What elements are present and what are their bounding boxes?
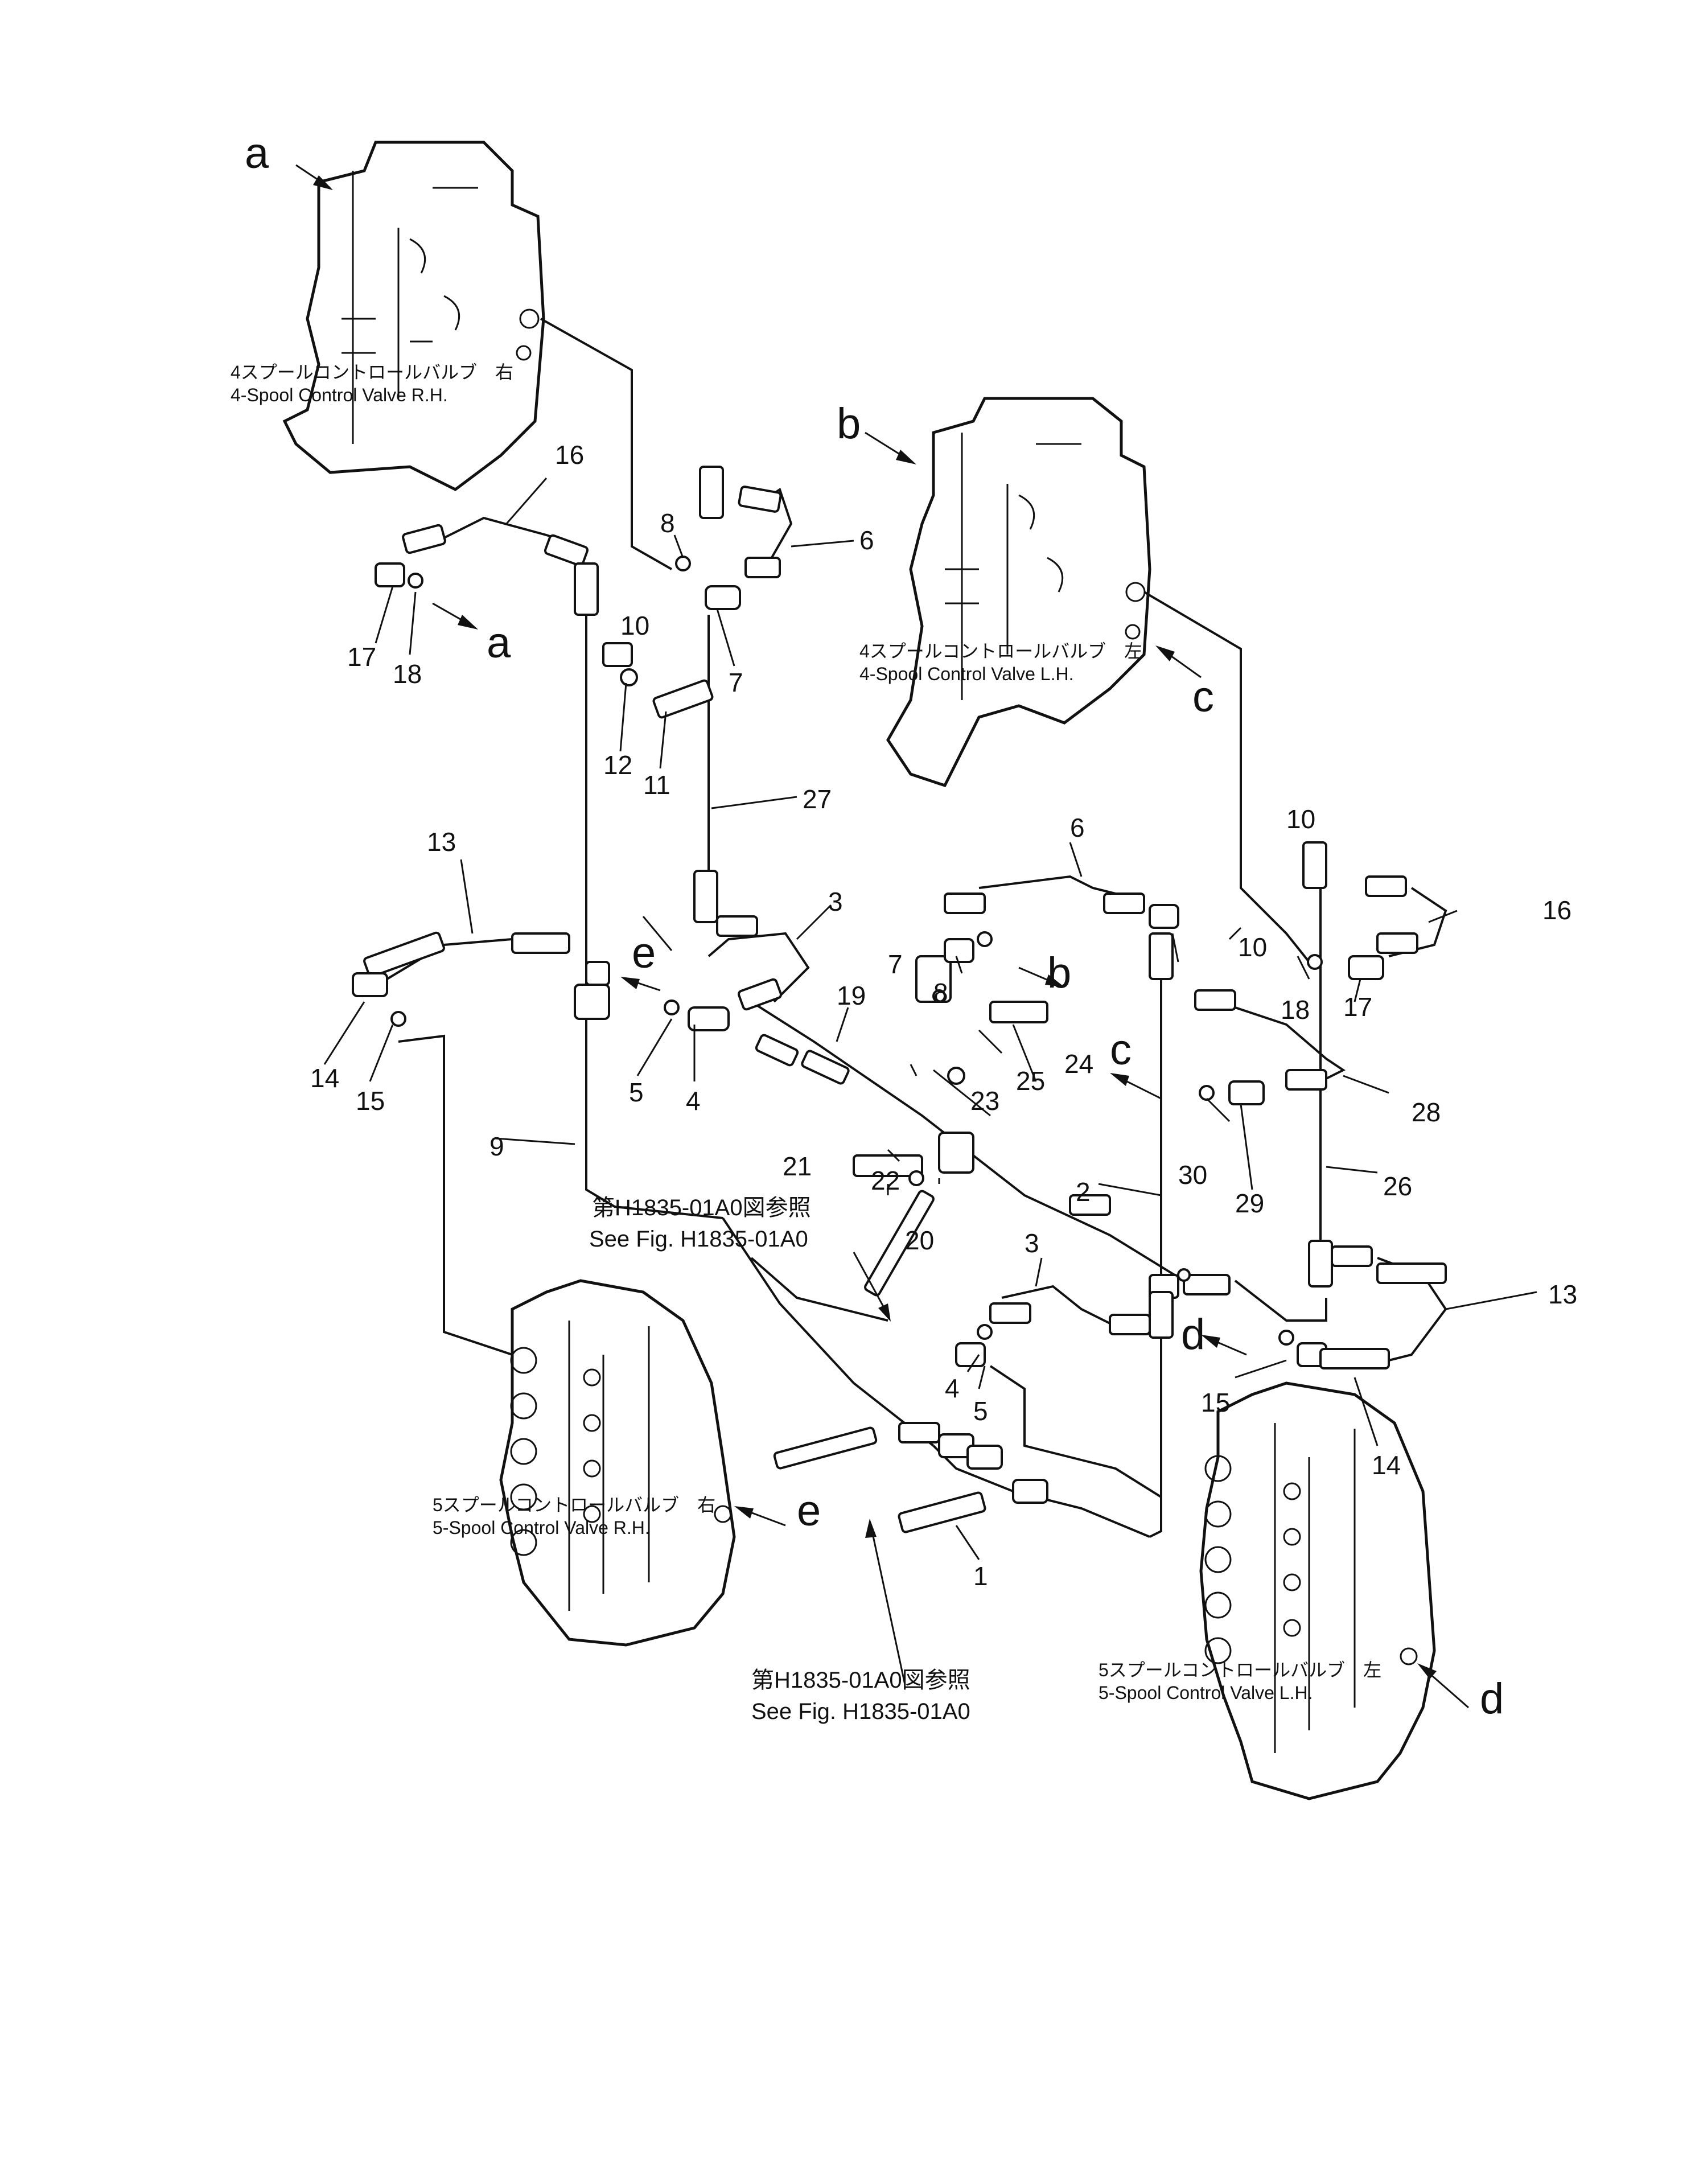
part-number-6-lower: 6 bbox=[1070, 813, 1085, 842]
connection-letter-d-upper: d bbox=[1181, 1310, 1205, 1359]
part-number-8-upper: 8 bbox=[660, 508, 675, 538]
valve-4spool-lh-en-label: 4-Spool Control Valve L.H. bbox=[859, 664, 1073, 684]
part-number-12: 12 bbox=[603, 750, 632, 780]
part-number-1: 1 bbox=[973, 1561, 988, 1591]
part-number-7-upper: 7 bbox=[729, 668, 743, 697]
leader-lines bbox=[323, 478, 1537, 1560]
part-number-4-upper: 4 bbox=[686, 1086, 701, 1116]
part-number-10-mid: 10 bbox=[1238, 932, 1267, 962]
connection-letter-a-top: a bbox=[245, 129, 269, 178]
part-number-3-lower: 3 bbox=[1025, 1228, 1039, 1258]
part-number-11: 11 bbox=[643, 770, 670, 800]
connection-letter-b-lower: b bbox=[1047, 949, 1071, 997]
hose-lines bbox=[386, 318, 1447, 1538]
part-number-17-right: 17 bbox=[1343, 992, 1372, 1022]
part-number-4-lower: 4 bbox=[945, 1373, 960, 1403]
connection-letter-c-top: c bbox=[1192, 673, 1214, 721]
part-number-10-upper: 10 bbox=[620, 611, 649, 640]
valve-4spool-lh bbox=[886, 397, 1151, 788]
connection-letter-e-upper: e bbox=[632, 929, 656, 977]
part-number-2: 2 bbox=[1076, 1177, 1091, 1207]
part-number-16-left: 16 bbox=[555, 440, 584, 470]
part-number-13-left: 13 bbox=[427, 827, 456, 857]
part-number-18-right: 18 bbox=[1281, 995, 1310, 1025]
valve-4spool-rh-en-label: 4-Spool Control Valve R.H. bbox=[231, 385, 448, 405]
part-number-26: 26 bbox=[1383, 1171, 1412, 1201]
valve-5spool-rh bbox=[499, 1279, 736, 1647]
part-number-5-upper: 5 bbox=[629, 1077, 644, 1107]
part-number-17-left: 17 bbox=[347, 642, 376, 672]
connection-letter-d-lower: d bbox=[1480, 1675, 1504, 1723]
connection-letter-e-lower: e bbox=[797, 1487, 821, 1535]
valve-5spool-rh-jp-label: 5スプールコントロールバルブ 右 bbox=[433, 1495, 715, 1515]
connection-letter-c-lower: c bbox=[1110, 1026, 1132, 1074]
part-number-23: 23 bbox=[970, 1086, 999, 1116]
part-number-6-upper: 6 bbox=[859, 525, 874, 555]
part-number-18-left: 18 bbox=[393, 659, 422, 689]
valve-5spool-lh-en-label: 5-Spool Control Valve L.H. bbox=[1099, 1683, 1313, 1703]
connection-letter-b-top: b bbox=[837, 400, 861, 448]
part-number-24: 24 bbox=[1064, 1049, 1093, 1079]
part-number-13-right: 13 bbox=[1548, 1280, 1577, 1309]
part-number-16-right: 16 bbox=[1542, 895, 1571, 925]
part-number-22: 22 bbox=[871, 1166, 900, 1195]
part-number-14-left: 14 bbox=[310, 1063, 339, 1093]
valve-5spool-lh-jp-label: 5スプールコントロールバルブ 左 bbox=[1099, 1660, 1381, 1680]
part-number-20: 20 bbox=[905, 1225, 934, 1255]
valve-5spool-lh bbox=[1199, 1381, 1436, 1800]
part-number-7-lower: 7 bbox=[888, 949, 903, 979]
reference-en-1: See Fig. H1835-01A0 bbox=[589, 1227, 808, 1252]
part-number-30: 30 bbox=[1178, 1160, 1207, 1190]
valve-4spool-lh-jp-label: 4スプールコントロールバルブ 左 bbox=[859, 641, 1142, 661]
part-number-9: 9 bbox=[489, 1132, 504, 1161]
reference-en-2: See Fig. H1835-01A0 bbox=[751, 1699, 970, 1724]
reference-jp-1: 第H1835-01A0図参照 bbox=[592, 1195, 811, 1220]
valve-4spool-rh-jp-label: 4スプールコントロールバルブ 右 bbox=[231, 362, 513, 382]
valve-5spool-rh-en-label: 5-Spool Control Valve R.H. bbox=[433, 1517, 650, 1538]
part-number-8-lower: 8 bbox=[933, 978, 948, 1007]
arrows bbox=[295, 164, 1469, 1709]
reference-jp-2: 第H1835-01A0図参照 bbox=[751, 1668, 970, 1693]
part-number-21: 21 bbox=[783, 1151, 812, 1181]
part-number-15-right: 15 bbox=[1201, 1388, 1230, 1417]
part-number-25: 25 bbox=[1016, 1066, 1045, 1096]
fittings bbox=[352, 466, 1447, 1533]
part-number-14-right: 14 bbox=[1372, 1450, 1401, 1480]
part-number-28: 28 bbox=[1412, 1097, 1441, 1127]
part-number-29: 29 bbox=[1235, 1188, 1264, 1218]
part-number-5-lower: 5 bbox=[973, 1396, 988, 1426]
part-number-19: 19 bbox=[837, 981, 866, 1010]
part-number-10-right: 10 bbox=[1286, 804, 1315, 834]
connection-letter-a-lower: a bbox=[487, 619, 511, 667]
part-number-27: 27 bbox=[803, 784, 832, 814]
valve-4spool-rh bbox=[282, 141, 545, 491]
part-number-3-upper: 3 bbox=[828, 887, 843, 916]
part-number-15-left: 15 bbox=[356, 1086, 385, 1116]
